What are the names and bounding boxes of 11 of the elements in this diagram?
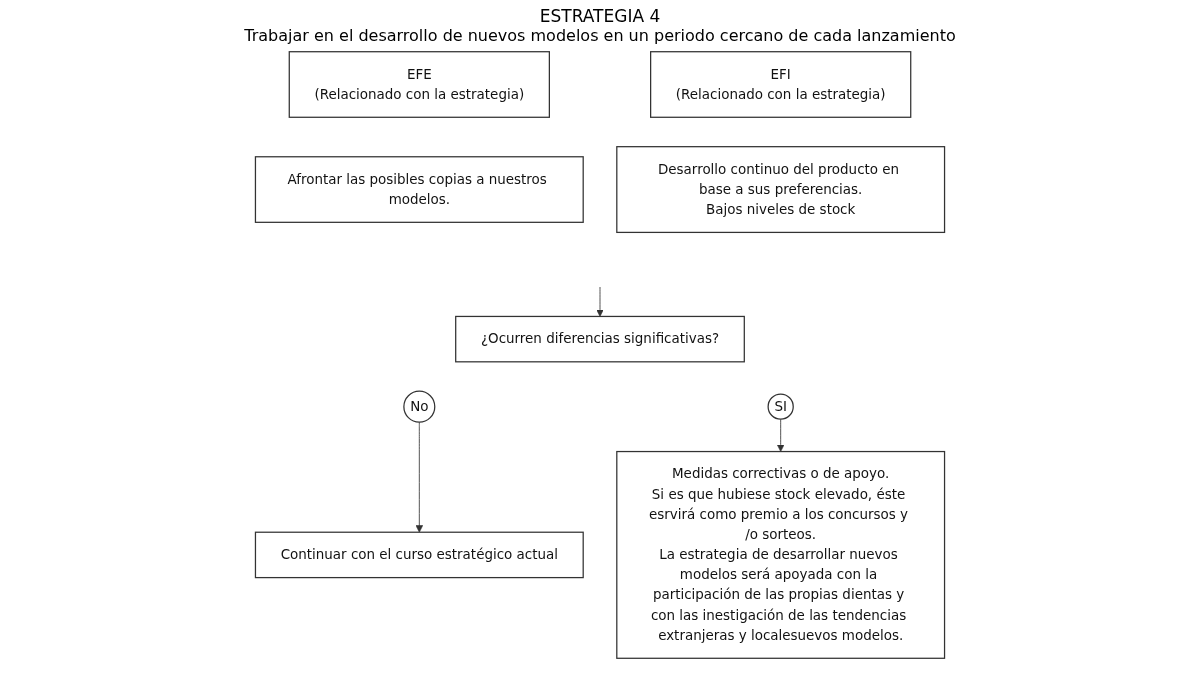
- node-box: EFE (Relacionado con la estrategia): [288, 51, 550, 118]
- node-circle: No: [403, 390, 436, 423]
- diagram-title: ESTRATEGIA 4: [538, 6, 662, 26]
- node-circle: SI: [767, 393, 794, 420]
- node-box: Medidas correctivas o de apoyo. Si es que hubiese stock elevado, éste esrvirá como premio a los concursos y /o sorteos. La estrategia de desarrollar nuevos modelos será apoyada con la participación de las propias dientas y con las inestigación de las tendencias extranjeras y localesuevos modelos.: [616, 450, 946, 659]
- node-box: EFI (Relacionado con la estrategia): [650, 51, 912, 118]
- node-box: Afrontar las posibles copias a nuestros modelos.: [254, 156, 584, 223]
- subtitle-text: Trabajar en el desarrollo de nuevos modelos en un periodo cercano de cada lanzamiento: [243, 26, 957, 45]
- node-box: Desarrollo continuo del producto en base a sus preferencias. Bajos niveles de stock: [616, 146, 946, 234]
- node-box: ¿Ocurren diferencias significativas?: [455, 315, 745, 363]
- node-box: Continuar con el curso estratégico actual: [254, 531, 584, 579]
